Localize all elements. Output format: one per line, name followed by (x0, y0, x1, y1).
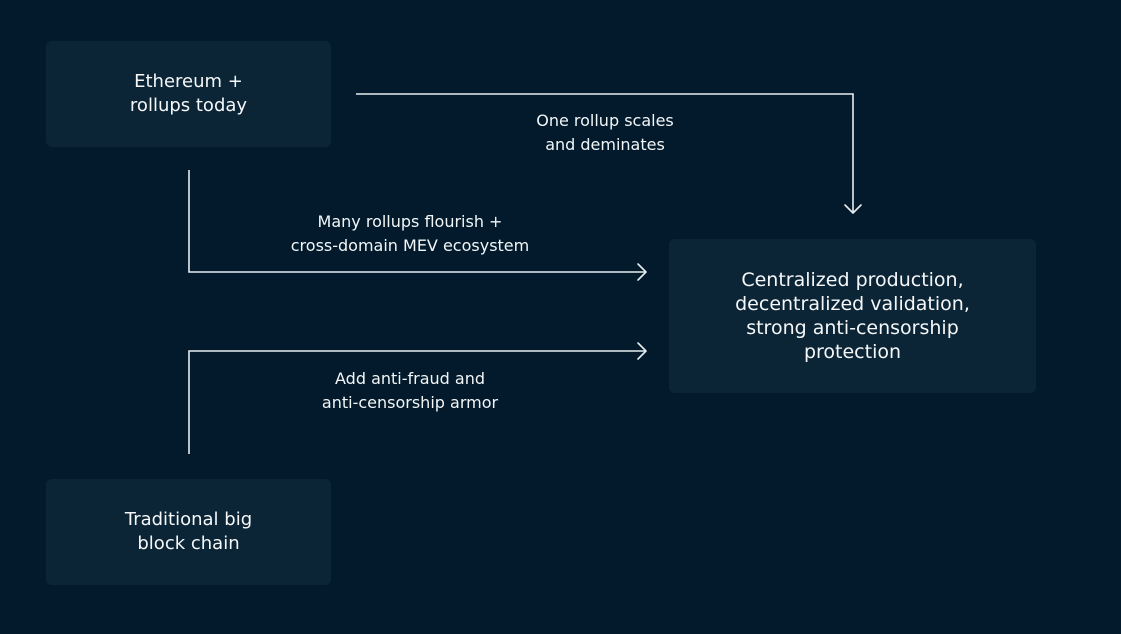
edge-one-rollup-line (356, 93, 854, 213)
node-outcome-line-3: strong anti-censorship (746, 317, 959, 339)
edge-add-armor-line (188, 350, 646, 454)
node-outcome: Centralized production, decentralized va… (669, 239, 1036, 393)
edge-label-add-armor-line-2: anti-censorship armor (321, 393, 499, 412)
edge-label-many-rollups: Many rollups flourish + cross-domain MEV… (265, 210, 555, 258)
node-traditional-line-1: Traditional big (124, 509, 253, 530)
edge-one-rollup-arrowhead (844, 204, 862, 214)
edge-label-many-rollups-line-2: cross-domain MEV ecosystem (290, 236, 530, 255)
edge-many-rollups-arrowhead (637, 263, 647, 281)
edge-label-add-armor: Add anti-fraud and anti-censorship armor (290, 367, 530, 415)
edge-label-one-rollup-line-2: and deminates (545, 135, 665, 154)
edge-add-armor-arrowhead (637, 342, 647, 360)
node-outcome-line-2: decentralized validation, (735, 293, 970, 315)
node-ethereum-line-2: rollups today (129, 95, 248, 116)
edge-label-one-rollup-line-1: One rollup scales (536, 111, 674, 130)
edge-label-one-rollup: One rollup scales and deminates (505, 109, 705, 157)
node-ethereum-line-1: Ethereum + (134, 71, 243, 92)
edge-label-add-armor-line-1: Add anti-fraud and (335, 369, 485, 388)
edge-many-rollups-line (188, 170, 646, 273)
node-outcome-line-4: protection (803, 341, 902, 363)
edge-label-many-rollups-line-1: Many rollups flourish + (317, 212, 503, 231)
node-traditional-big-block-chain: Traditional big block chain (46, 479, 331, 585)
node-traditional-line-2: block chain (137, 533, 240, 554)
node-ethereum-rollups-today: Ethereum + rollups today (46, 41, 331, 147)
node-outcome-line-1: Centralized production, (741, 269, 964, 291)
